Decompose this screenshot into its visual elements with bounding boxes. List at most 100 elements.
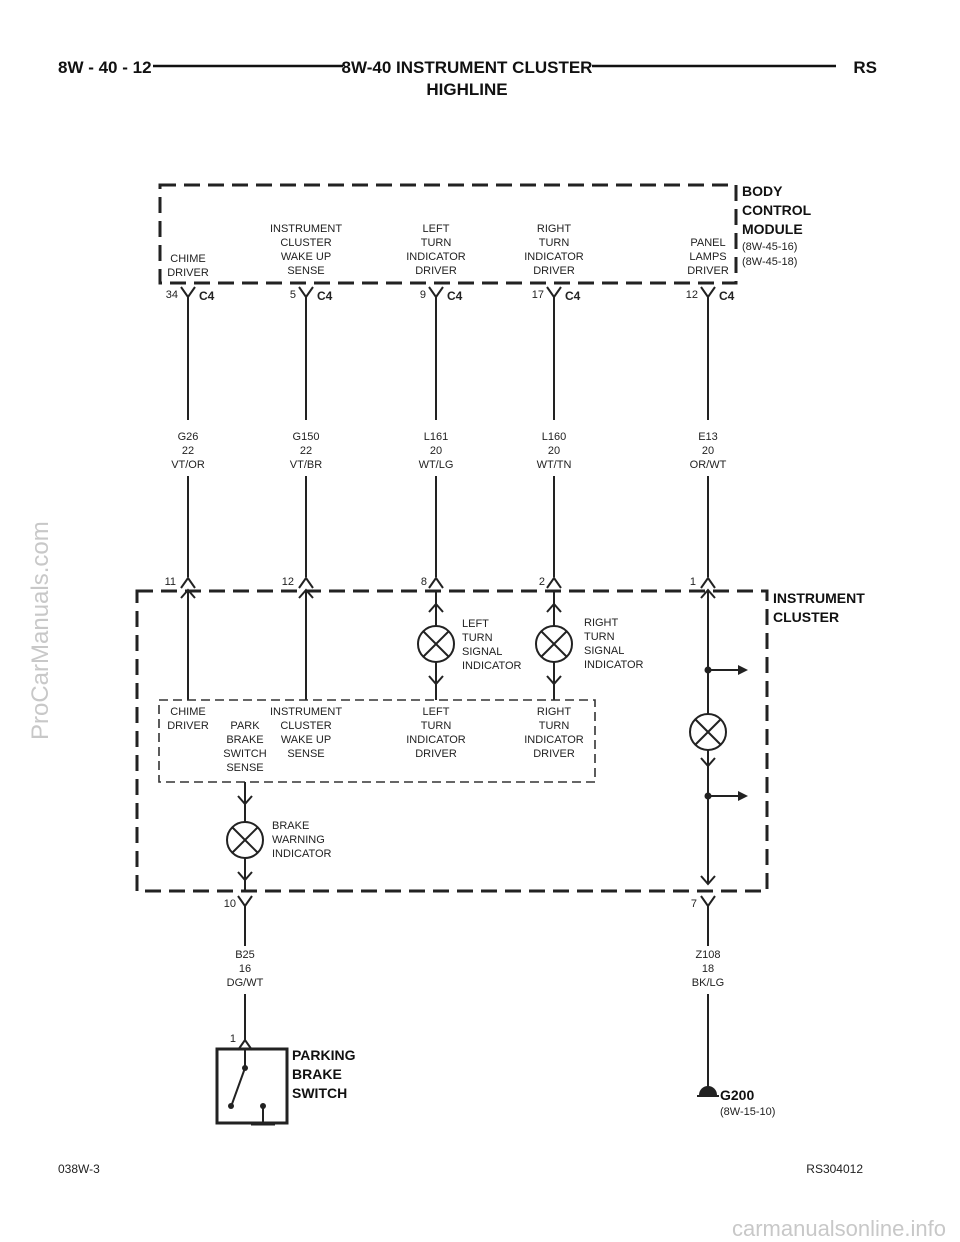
svg-text:TURN: TURN (421, 720, 452, 732)
svg-text:20: 20 (430, 445, 442, 457)
parking-brake-switch-icon: 1 (215, 1033, 289, 1126)
svg-text:20: 20 (702, 445, 714, 457)
wire-l161: L161 20 WT/LG (419, 297, 454, 577)
svg-text:WT/LG: WT/LG (419, 459, 454, 471)
svg-text:SENSE: SENSE (287, 748, 324, 760)
wire-g150: G150 22 VT/BR (290, 297, 322, 577)
svg-text:INSTRUMENT: INSTRUMENT (773, 590, 865, 606)
svg-text:MODULE: MODULE (742, 221, 803, 237)
svg-text:SWITCH: SWITCH (223, 748, 266, 760)
svg-text:DRIVER: DRIVER (687, 265, 729, 277)
bcm-pin-right-turn: 17 C4 (532, 286, 581, 303)
svg-text:C4: C4 (719, 289, 735, 303)
svg-text:L160: L160 (542, 431, 566, 443)
ground-g200-icon (697, 1086, 719, 1097)
svg-text:DRIVER: DRIVER (167, 267, 209, 279)
bcm-label-wake: INSTRUMENT CLUSTER WAKE UP SENSE (270, 223, 342, 277)
svg-text:CHIME: CHIME (170, 253, 205, 265)
svg-text:SIGNAL: SIGNAL (584, 645, 624, 657)
svg-text:G26: G26 (178, 431, 199, 443)
svg-text:C4: C4 (565, 289, 581, 303)
svg-text:2: 2 (539, 576, 545, 588)
svg-text:20: 20 (548, 445, 560, 457)
svg-text:TURN: TURN (584, 631, 615, 643)
left-turn-signal-lamp-icon (417, 590, 455, 700)
svg-text:DG/WT: DG/WT (227, 977, 264, 989)
wire-e13: E13 20 OR/WT (690, 297, 727, 577)
bcm-pin-left-turn: 9 C4 (420, 286, 463, 303)
svg-text:9: 9 (420, 289, 426, 301)
svg-text:C4: C4 (317, 289, 333, 303)
bcm-box (158, 183, 738, 285)
ic-label-park-brake: PARK BRAKE SWITCH SENSE (223, 720, 266, 774)
svg-text:TURN: TURN (539, 237, 570, 249)
bcm-label-right-turn: RIGHT TURN INDICATOR DRIVER (524, 223, 584, 277)
svg-text:C4: C4 (199, 289, 215, 303)
right-turn-signal-label: RIGHT TURN SIGNAL INDICATOR (584, 617, 644, 671)
svg-text:INDICATOR: INDICATOR (524, 734, 584, 746)
figure-code: 038W-3 (58, 1162, 100, 1176)
svg-text:SENSE: SENSE (287, 265, 324, 277)
svg-text:SENSE: SENSE (226, 762, 263, 774)
bcm-pin-panel-lamps: 12 C4 (686, 286, 735, 303)
svg-text:8: 8 (421, 576, 427, 588)
svg-text:INSTRUMENT: INSTRUMENT (270, 706, 342, 718)
section-subtitle: HIGHLINE (426, 80, 507, 99)
bcm-label-panel-lamps: PANEL LAMPS DRIVER (687, 237, 729, 277)
svg-text:TURN: TURN (539, 720, 570, 732)
svg-text:CLUSTER: CLUSTER (280, 720, 331, 732)
svg-text:1: 1 (690, 576, 696, 588)
svg-text:16: 16 (239, 963, 251, 975)
ground-g200-ref: (8W-15-10) (720, 1106, 775, 1118)
svg-text:BODY: BODY (742, 183, 783, 199)
svg-text:DRIVER: DRIVER (415, 265, 457, 277)
wire-z108: Z108 18 BK/LG (692, 906, 724, 1094)
ic-label-wake: INSTRUMENT CLUSTER WAKE UP SENSE (270, 706, 342, 760)
ic-label-left-turn: LEFT TURN INDICATOR DRIVER (406, 706, 466, 760)
svg-text:WARNING: WARNING (272, 834, 325, 846)
svg-text:PARK: PARK (230, 720, 260, 732)
ic-pin-2: 2 (539, 576, 562, 589)
right-turn-signal-lamp-icon (535, 590, 573, 700)
svg-text:DRIVER: DRIVER (533, 265, 575, 277)
svg-text:12: 12 (686, 289, 698, 301)
svg-text:RIGHT: RIGHT (537, 223, 572, 235)
left-turn-signal-label: LEFT TURN SIGNAL INDICATOR (462, 618, 522, 672)
svg-text:(8W-45-18): (8W-45-18) (742, 256, 797, 268)
document-code: RS304012 (806, 1162, 863, 1176)
ic-label-right-turn: RIGHT TURN INDICATOR DRIVER (524, 706, 584, 760)
svg-text:RIGHT: RIGHT (584, 617, 619, 629)
bcm-label-chime: CHIME DRIVER (167, 253, 209, 279)
svg-text:10: 10 (224, 898, 236, 910)
svg-text:CLUSTER: CLUSTER (773, 609, 839, 625)
panel-lamp-circuit (689, 588, 748, 886)
bottom-watermark: carmanualsonline.info (732, 1216, 946, 1241)
svg-text:G150: G150 (293, 431, 320, 443)
svg-text:INDICATOR: INDICATOR (406, 251, 466, 263)
svg-text:VT/BR: VT/BR (290, 459, 322, 471)
svg-text:7: 7 (691, 898, 697, 910)
ground-g200-label: G200 (720, 1087, 754, 1103)
svg-text:SWITCH: SWITCH (292, 1085, 347, 1101)
svg-text:SIGNAL: SIGNAL (462, 646, 502, 658)
wire-l160: L160 20 WT/TN (537, 297, 571, 577)
svg-text:LAMPS: LAMPS (689, 251, 726, 263)
brake-warning-label: BRAKE WARNING INDICATOR (272, 820, 332, 860)
svg-text:DRIVER: DRIVER (415, 748, 457, 760)
svg-text:INDICATOR: INDICATOR (524, 251, 584, 263)
svg-text:(8W-45-16): (8W-45-16) (742, 241, 797, 253)
svg-text:PARKING: PARKING (292, 1047, 356, 1063)
svg-text:1: 1 (230, 1033, 236, 1045)
svg-text:LEFT: LEFT (423, 706, 450, 718)
ic-pin-10: 10 (224, 895, 253, 910)
svg-text:INDICATOR: INDICATOR (584, 659, 644, 671)
svg-text:E13: E13 (698, 431, 718, 443)
svg-text:BK/LG: BK/LG (692, 977, 724, 989)
ic-pin-11: 11 (165, 576, 196, 589)
svg-text:CHIME: CHIME (170, 706, 205, 718)
model-code: RS (853, 58, 877, 77)
ic-pin-1: 1 (690, 576, 716, 589)
svg-text:BRAKE: BRAKE (272, 820, 309, 832)
svg-text:22: 22 (182, 445, 194, 457)
